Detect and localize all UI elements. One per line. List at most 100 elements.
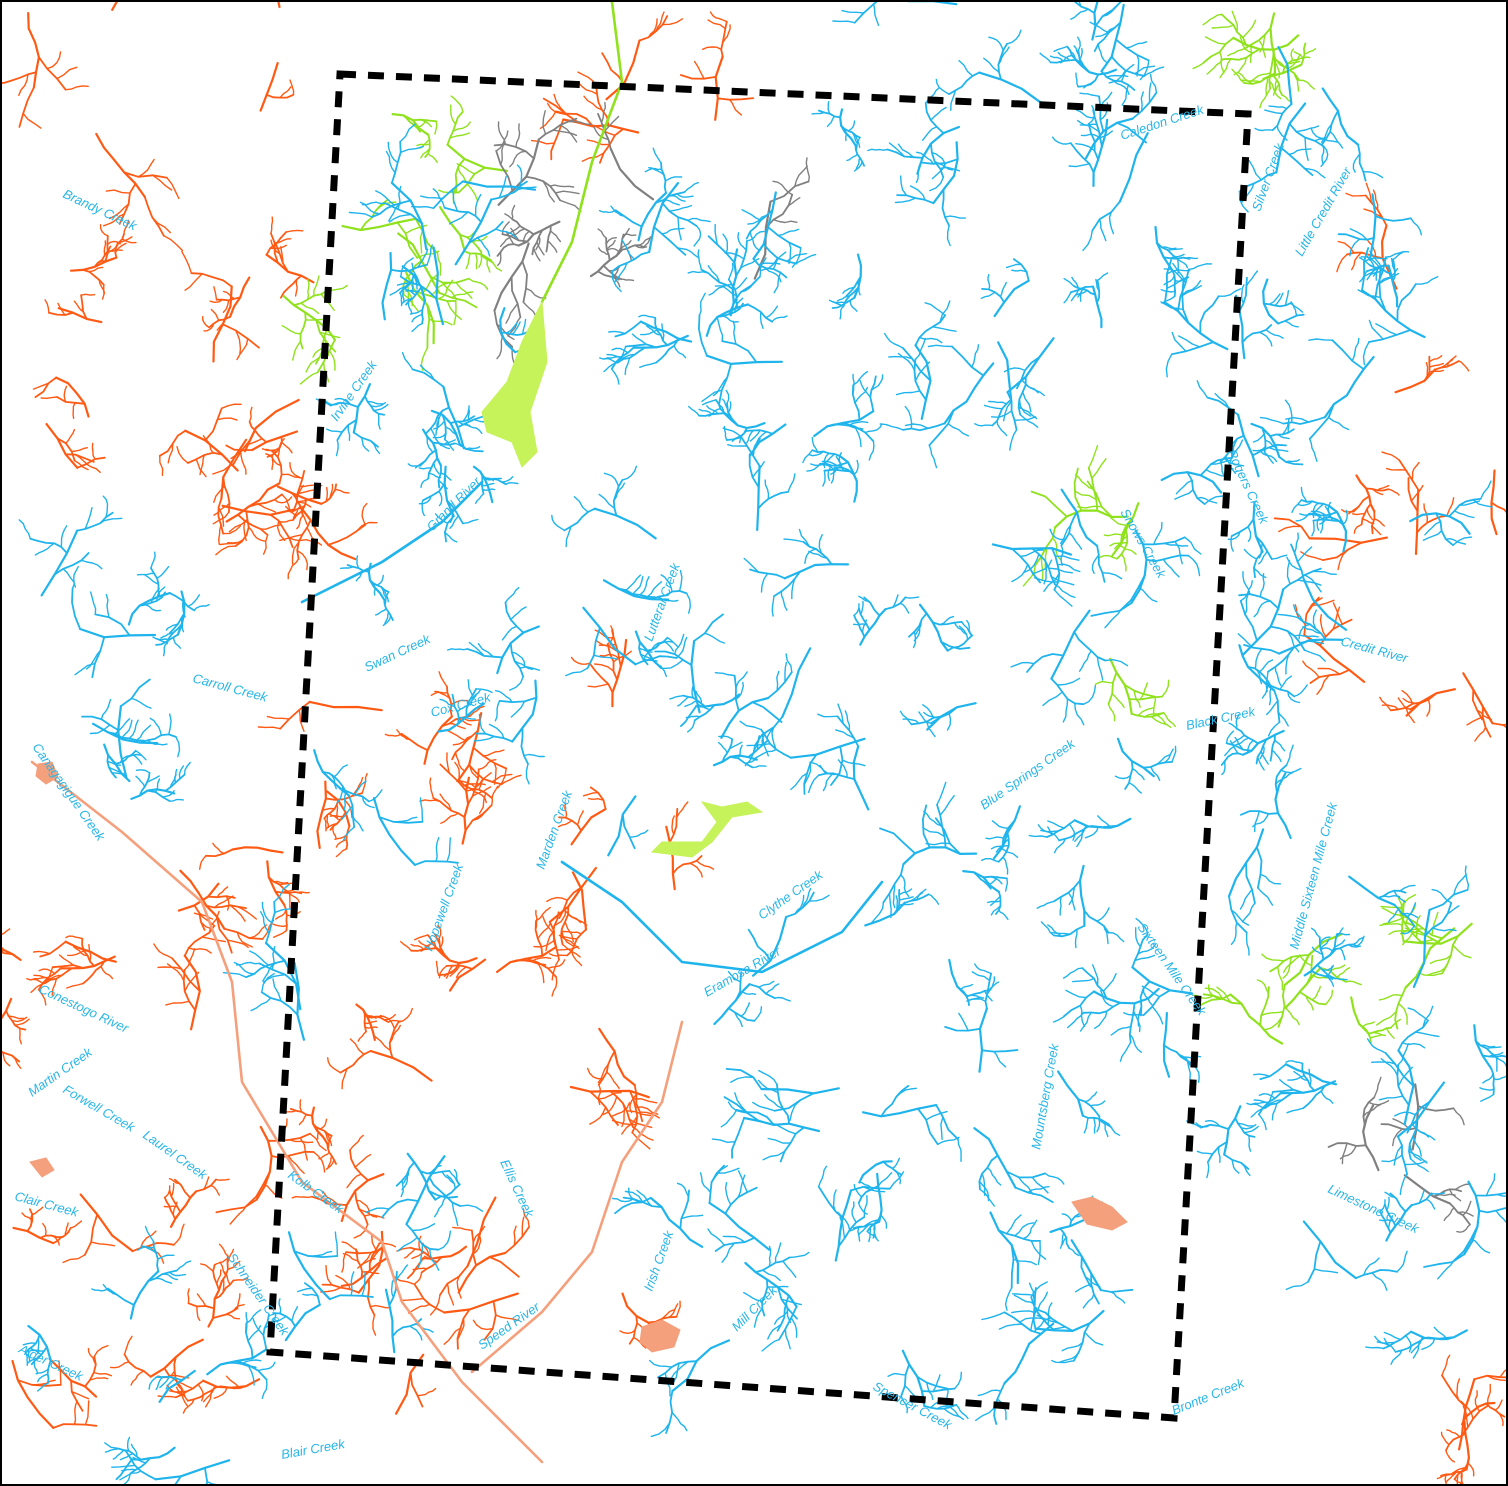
stream-segment — [675, 636, 688, 659]
lake — [650, 801, 764, 858]
stream-segment — [416, 143, 431, 147]
stream-segment — [1199, 456, 1234, 477]
stream-segment — [1262, 1016, 1283, 1031]
stream-segment — [554, 190, 580, 195]
stream-segment — [409, 309, 424, 315]
stream-segment — [1046, 819, 1076, 838]
stream-segment — [475, 688, 493, 694]
stream-segment — [213, 1386, 228, 1399]
stream-segment — [1123, 684, 1156, 698]
label-schneider-creek: Schneider Creek — [225, 1250, 294, 1339]
stream-segment — [210, 1184, 220, 1196]
stream-segment — [1302, 1220, 1357, 1280]
stream-segment — [260, 524, 281, 530]
stream-segment — [123, 171, 168, 179]
stream-segment — [396, 221, 419, 259]
stream-segment — [350, 1271, 355, 1297]
stream-segment — [1130, 529, 1148, 605]
stream-segment — [1269, 12, 1276, 75]
stream-segment — [662, 199, 680, 206]
stream-segment — [1053, 589, 1073, 607]
stream-segment — [1480, 480, 1492, 500]
stream-segment — [437, 442, 450, 450]
stream-segment — [1399, 1173, 1408, 1196]
stream-segment — [521, 1216, 525, 1238]
stream-segment — [899, 602, 910, 614]
stream-segment — [535, 906, 551, 922]
stream-segment — [1156, 714, 1172, 728]
stream-segment — [1239, 888, 1253, 910]
stream-segment — [326, 790, 351, 828]
stream-segment — [435, 960, 440, 976]
stream-segment — [438, 490, 443, 507]
stream-segment — [614, 1197, 652, 1215]
stream-segment — [1103, 925, 1109, 945]
stream-segment — [111, 2, 118, 11]
stream-segment — [1067, 46, 1077, 60]
stream-segment — [1220, 13, 1247, 46]
stream-segment — [434, 690, 451, 700]
stream-segment — [203, 322, 215, 332]
stream-segment — [1432, 1188, 1462, 1198]
stream-segment — [895, 895, 899, 911]
stream-segment — [495, 130, 509, 152]
stream-segment — [259, 911, 270, 934]
stream-segment — [1049, 55, 1064, 62]
stream-segment — [655, 339, 679, 364]
stream-segment — [446, 300, 463, 321]
stream-segment — [707, 235, 736, 264]
stream-segment — [1462, 1200, 1472, 1216]
stream-segment — [1379, 1210, 1392, 1234]
stream-segment — [139, 733, 177, 744]
stream-segment — [1327, 974, 1335, 987]
stream-segment — [746, 230, 765, 242]
stream-segment — [261, 901, 273, 924]
stream-segment — [771, 595, 775, 617]
stream-segment — [1043, 559, 1048, 585]
stream-segment — [449, 132, 471, 139]
stream-segment — [1101, 572, 1123, 580]
stream-segment — [1206, 1141, 1228, 1164]
stream-segment — [233, 961, 255, 975]
stream-segment — [570, 808, 607, 846]
stream-segment — [1303, 649, 1326, 662]
stream-segment — [300, 302, 320, 315]
stream-segment — [520, 726, 529, 765]
stream-segment — [361, 502, 368, 526]
stream-segment — [930, 142, 945, 179]
stream-segment — [74, 453, 89, 466]
stream-segment — [358, 1208, 378, 1218]
stream-segment — [58, 1360, 62, 1386]
stream-segment — [1071, 276, 1079, 289]
stream-segment — [895, 1087, 917, 1098]
stream-segment — [576, 810, 584, 826]
stream-segment — [40, 396, 58, 399]
stream-segment — [325, 1265, 333, 1286]
stream-segment — [851, 1201, 857, 1224]
stream-segment — [1421, 1336, 1455, 1341]
stream-segment — [1302, 626, 1322, 635]
stream-segment — [1140, 91, 1144, 112]
stream-segment — [835, 455, 844, 472]
stream-segment — [990, 844, 1010, 850]
stream-segment — [90, 1241, 115, 1247]
stream-segment — [455, 966, 467, 979]
stream-segment — [343, 791, 347, 811]
stream-segment — [1286, 54, 1301, 70]
stream-segment — [698, 292, 706, 316]
stream-segment — [839, 305, 845, 320]
stream-segment — [372, 796, 416, 866]
stream-segment — [1382, 916, 1407, 925]
stream-segment — [446, 752, 450, 774]
stream-segment — [1161, 246, 1177, 250]
stream-segment — [879, 827, 916, 855]
stream-segment — [1426, 699, 1431, 717]
stream-segment — [197, 1383, 204, 1402]
stream-segment — [622, 233, 637, 237]
stream-segment — [1482, 1072, 1494, 1084]
stream-segment — [1309, 669, 1351, 684]
stream-segment — [1276, 124, 1288, 141]
stream-segment — [1429, 954, 1452, 965]
stream-segment — [1012, 1258, 1037, 1266]
stream-segment — [396, 282, 411, 286]
